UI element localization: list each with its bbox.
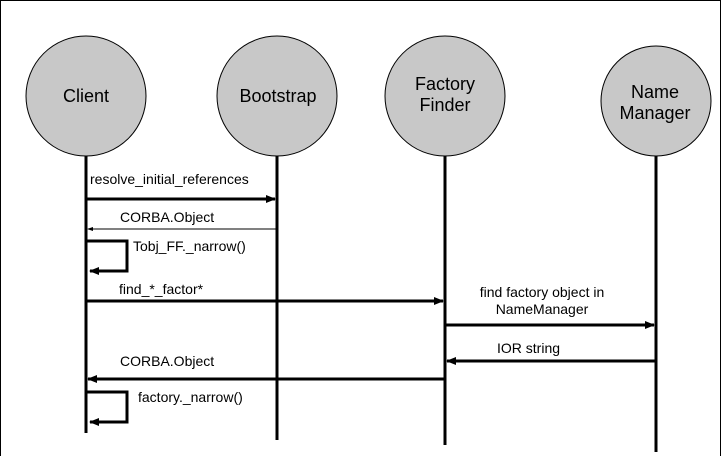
actor-label-factory-finder: Factory Finder	[414, 74, 475, 115]
message-label-corba-object-bootstrap: CORBA.Object	[120, 209, 215, 225]
message-label-find-factor: find_*_factor*	[119, 281, 204, 297]
actor-factory-finder	[384, 35, 506, 157]
message-label-factory-narrow: factory._narrow()	[138, 389, 243, 405]
actor-label-bootstrap: Bootstrap	[239, 86, 317, 106]
actor-client	[25, 35, 147, 157]
message-label-ior-string: IOR string	[497, 340, 561, 356]
message-label-tobj-ff-narrow: Tobj_FF._narrow()	[133, 238, 246, 254]
message-label-corba-object-factory: CORBA.Object	[120, 353, 215, 369]
actor-name-manager	[600, 45, 712, 157]
actor-label-client: Client	[62, 86, 110, 106]
actor-bootstrap	[216, 35, 338, 157]
message-arrow-8	[86, 390, 129, 426]
message-label-find-factory-object: find factory object in NameManager	[479, 284, 605, 317]
message-label-resolve-initial-references: resolve_initial_references	[90, 171, 249, 187]
actor-label-name-manager: Name Manager	[619, 82, 691, 123]
message-arrow-3	[86, 239, 129, 275]
